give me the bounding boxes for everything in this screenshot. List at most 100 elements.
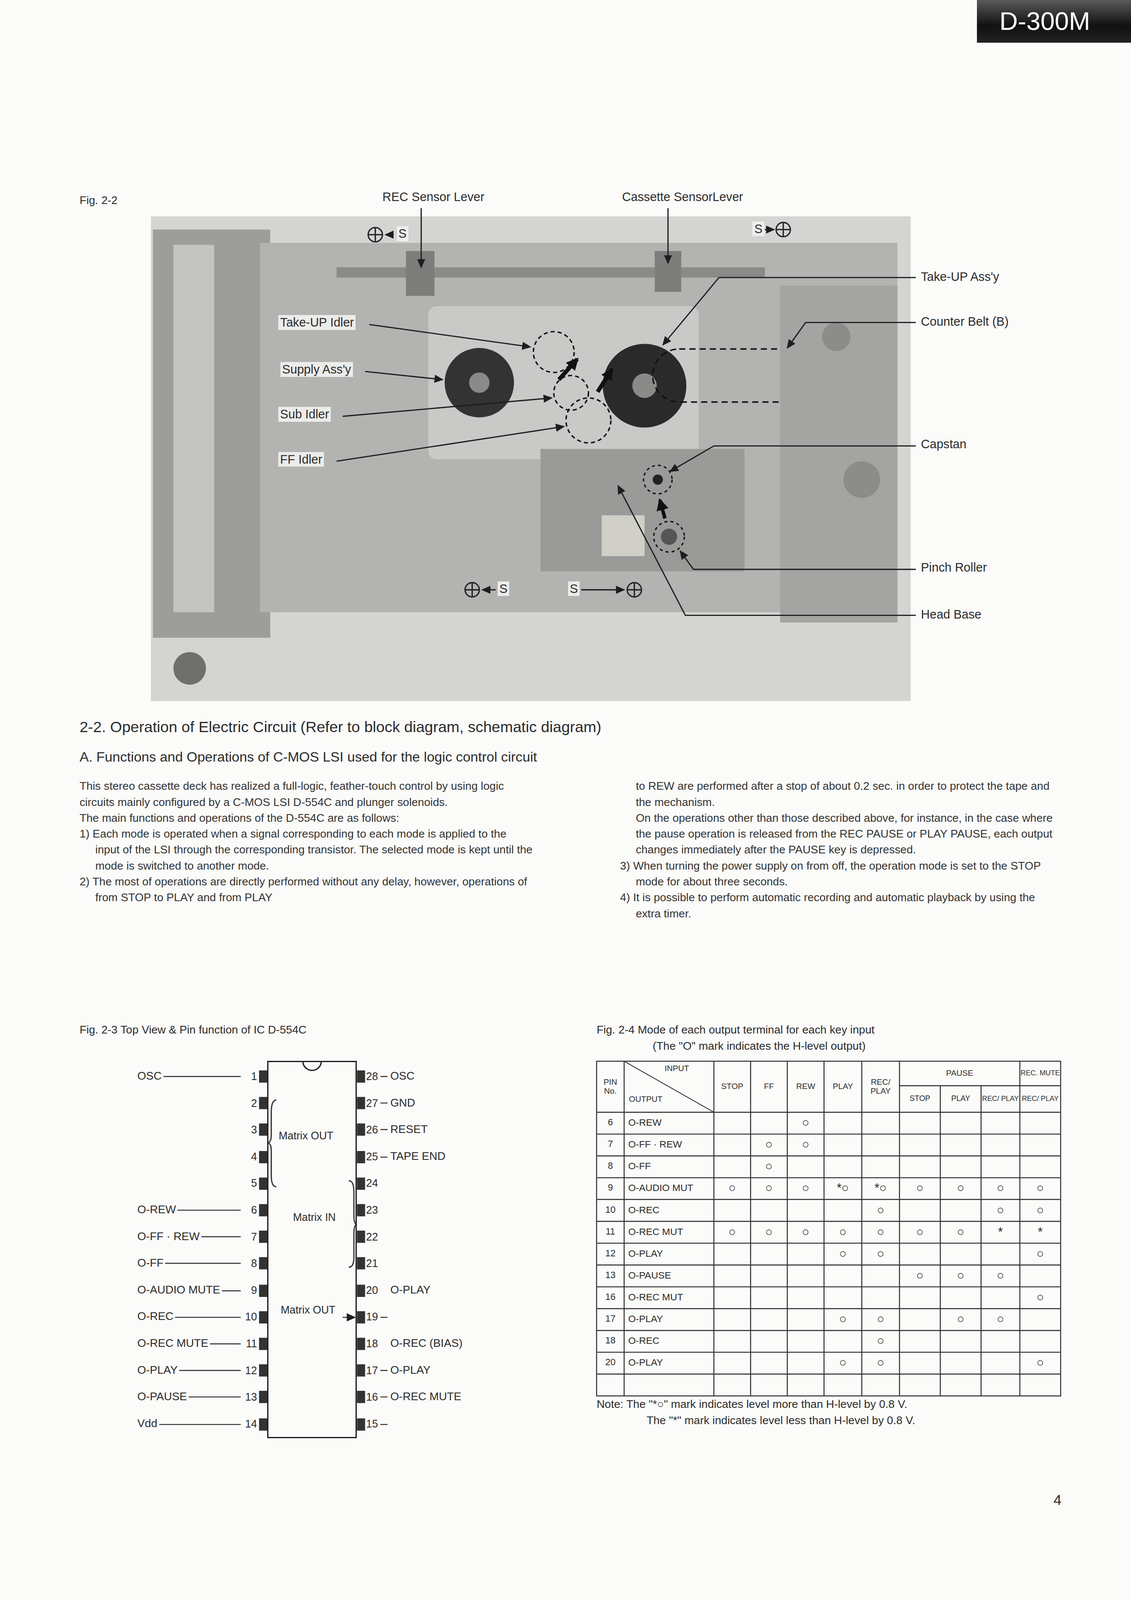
table-header: REC/ PLAY (981, 1094, 1021, 1102)
pin-number: 12 (244, 1363, 257, 1377)
pin-name: O-PLAY (388, 1282, 432, 1297)
table-header: PAUSE (899, 1068, 1021, 1078)
level-mark: * (1020, 1224, 1062, 1239)
pin-number: 5 (250, 1176, 257, 1190)
mechanism-photo (151, 216, 911, 701)
level-mark: ○ (1020, 1181, 1062, 1196)
pin-name: RESET (388, 1122, 430, 1137)
pin-number: 3 (250, 1122, 257, 1136)
pin-name: O-REC (BIAS) (388, 1336, 464, 1350)
level-mark: ○ (714, 1181, 751, 1196)
sub-heading: A. Functions and Operations of C-MOS LSI… (79, 748, 537, 766)
list-item: On the operations other than those descr… (620, 810, 1061, 858)
pin-number: 2 (250, 1096, 257, 1110)
level-mark: ○ (981, 1181, 1021, 1196)
table-header: INPUT (662, 1063, 691, 1074)
figure-caption: Fig. 2-4 Mode of each output terminal fo… (596, 1023, 875, 1037)
pin-number: 8 (250, 1256, 257, 1270)
output-name: O-PLAY (628, 1247, 664, 1260)
note: Note: The "*○" mark indicates level more… (596, 1397, 908, 1411)
pin-number: 7 (596, 1139, 625, 1150)
section-heading: 2-2. Operation of Electric Circuit (Refe… (79, 717, 602, 737)
level-mark: ○ (940, 1224, 982, 1239)
pin-number: 19 (366, 1309, 379, 1323)
table-header: REC. MUTE (1020, 1069, 1062, 1077)
body-text: This stereo cassette deck has realized a… (79, 778, 534, 811)
level-mark: ○ (940, 1181, 982, 1196)
ic-block-label: Matrix OUT (278, 1128, 334, 1142)
output-name: O-FF (628, 1160, 651, 1172)
pin-name: TAPE END (388, 1149, 447, 1164)
pin-number: 9 (596, 1183, 625, 1194)
output-name: O-REC (628, 1335, 660, 1347)
pin-number: 10 (244, 1309, 257, 1323)
pin-number: 8 (596, 1161, 625, 1172)
ic-block-label: Matrix OUT (280, 1302, 336, 1316)
part-name: FF Idler (278, 451, 324, 467)
pin-number: 23 (366, 1203, 379, 1216)
pin-name: O-REC MUTE (135, 1336, 210, 1350)
level-mark: ○ (824, 1355, 862, 1370)
table-header: PIN No. (596, 1077, 625, 1096)
pin-number: 6 (596, 1117, 625, 1128)
screw-mark: S (752, 221, 764, 237)
pin-name: OSC (388, 1069, 417, 1083)
level-mark: * (981, 1224, 1021, 1239)
level-mark: ○ (981, 1268, 1021, 1283)
pin-number: 13 (596, 1270, 625, 1281)
list-item: 1) Each mode is operated when a signal c… (79, 825, 534, 874)
output-name: O-REW (628, 1116, 662, 1129)
part-name: Head Base (921, 606, 982, 622)
table-header: FF (750, 1081, 788, 1091)
ic-block-label: Matrix IN (292, 1210, 336, 1224)
pin-number: 14 (244, 1416, 257, 1430)
output-name: O-FF · REW (628, 1138, 683, 1151)
level-mark: ○ (981, 1311, 1021, 1326)
screw-mark: S (568, 581, 580, 596)
list-item: 4) It is possible to perform automatic r… (620, 889, 1061, 922)
level-mark: ○ (787, 1115, 825, 1130)
pin-number: 15 (366, 1416, 379, 1430)
list-item: 3) When turning the power supply on from… (620, 857, 1061, 890)
table-header: REC/ PLAY (861, 1077, 900, 1096)
pin-number: 10 (596, 1204, 625, 1216)
pin-name: Vdd (135, 1416, 160, 1431)
output-name: O-PLAY (628, 1312, 664, 1325)
model-name: D-300M (999, 5, 1091, 37)
screw-symbols (368, 222, 791, 597)
list-item: 2) The most of operations are directly p… (79, 873, 534, 906)
level-mark: ○ (1020, 1290, 1062, 1304)
page-number: 4 (1053, 1491, 1062, 1509)
part-name: Pinch Roller (921, 559, 988, 575)
pin-number: 11 (596, 1226, 625, 1237)
pin-number: 27 (366, 1096, 379, 1110)
level-mark: ○ (1020, 1203, 1062, 1217)
figure-number: Fig. 2-2 (79, 193, 118, 208)
screw-mark: S (396, 226, 409, 241)
note: The "*" mark indicates level less than H… (646, 1413, 916, 1428)
pin-number: 17 (366, 1363, 379, 1377)
level-mark: ○ (899, 1181, 941, 1196)
pin-name: O-AUDIO MUTE (135, 1282, 222, 1297)
pin-number: 26 (366, 1122, 379, 1136)
pin-name: O-FF (135, 1256, 166, 1270)
part-name: Cassette SensorLever (622, 189, 744, 205)
pin-number: 20 (596, 1357, 625, 1368)
level-mark: ○ (899, 1268, 941, 1283)
output-name: O-PLAY (628, 1356, 664, 1369)
pin-number: 17 (596, 1313, 625, 1324)
level-mark: ○ (750, 1159, 788, 1174)
level-mark: *○ (861, 1181, 900, 1196)
text-column: to REW are performed after a stop of abo… (620, 778, 1061, 922)
level-mark: ○ (787, 1137, 825, 1152)
pin-number: 13 (244, 1390, 257, 1403)
level-mark: ○ (750, 1137, 788, 1152)
level-mark: ○ (899, 1224, 941, 1239)
level-mark: ○ (940, 1268, 982, 1283)
table-header: PLAY (940, 1094, 982, 1103)
mode-table-grid (596, 1061, 1061, 1396)
pin-name: O-PLAY (388, 1363, 432, 1377)
body-text: The main functions and operations of the… (79, 810, 534, 826)
part-name: Capstan (921, 436, 967, 452)
